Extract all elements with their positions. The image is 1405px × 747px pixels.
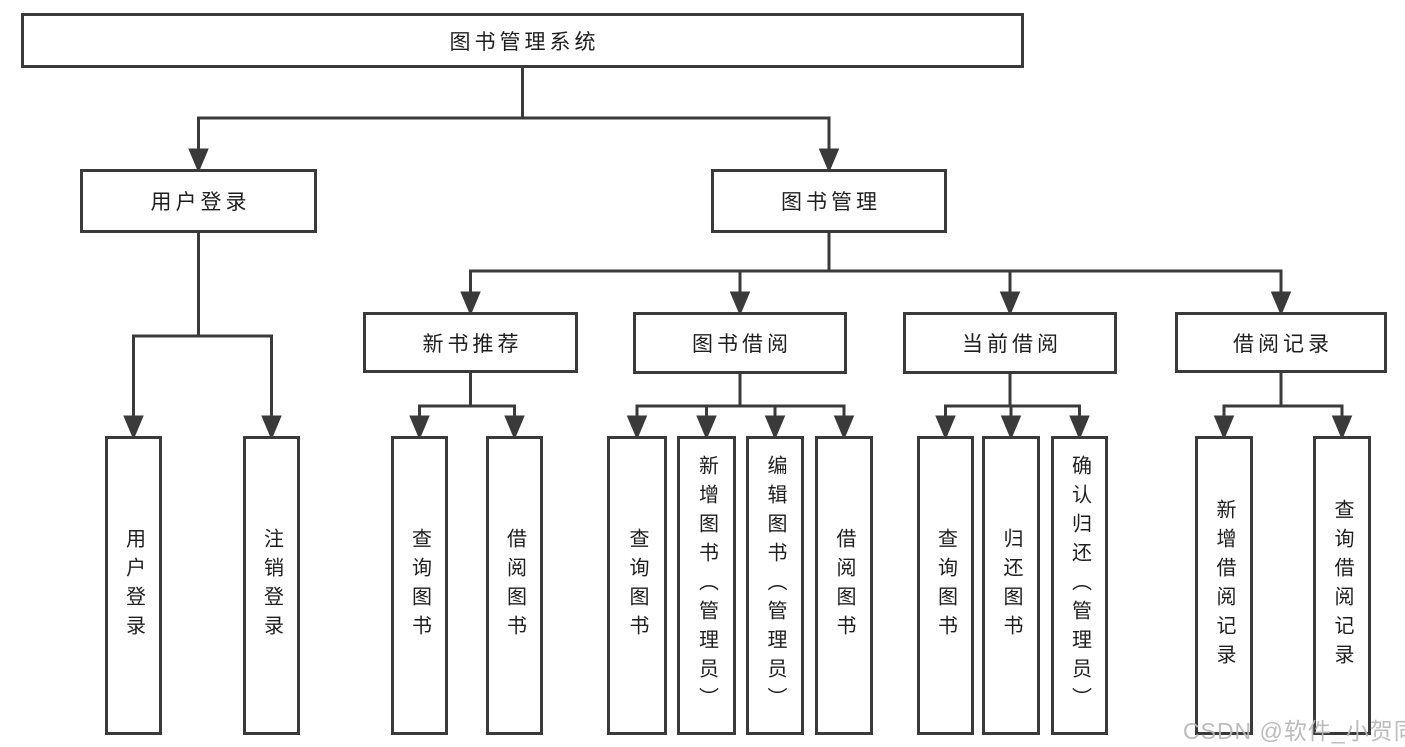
- node-new-book-recommend: 新书推荐: [363, 312, 578, 373]
- leaf-query-books-current: 查询图书: [917, 436, 974, 735]
- node-library-management-system: 图书管理系统: [21, 13, 1024, 68]
- csdn-watermark: CSDN @软件_小贺同学: [1183, 718, 1405, 744]
- leaf-query-books-borrow: 查询图书: [607, 436, 667, 735]
- leaf-borrow-books-recommend: 借阅图书: [486, 436, 543, 735]
- leaf-user-login: 用户登录: [105, 436, 162, 735]
- leaf-add-books-admin: 新增图书（管理员）: [677, 436, 736, 735]
- leaf-logout: 注销登录: [243, 436, 300, 735]
- node-user-login: 用户登录: [80, 169, 317, 233]
- node-book-borrow: 图书借阅: [633, 312, 847, 374]
- leaf-borrow-books: 借阅图书: [815, 436, 873, 735]
- node-current-borrow: 当前借阅: [903, 312, 1117, 374]
- node-book-management: 图书管理: [711, 169, 947, 233]
- node-borrow-records: 借阅记录: [1175, 312, 1387, 373]
- leaf-query-borrow-record: 查询借阅记录: [1313, 436, 1371, 735]
- leaf-edit-books-admin: 编辑图书（管理员）: [746, 436, 804, 735]
- leaf-return-books: 归还图书: [982, 436, 1040, 735]
- leaf-add-borrow-record: 新增借阅记录: [1195, 436, 1253, 735]
- leaf-query-books-recommend: 查询图书: [391, 436, 448, 735]
- leaf-confirm-return-admin: 确认归还（管理员）: [1051, 436, 1108, 735]
